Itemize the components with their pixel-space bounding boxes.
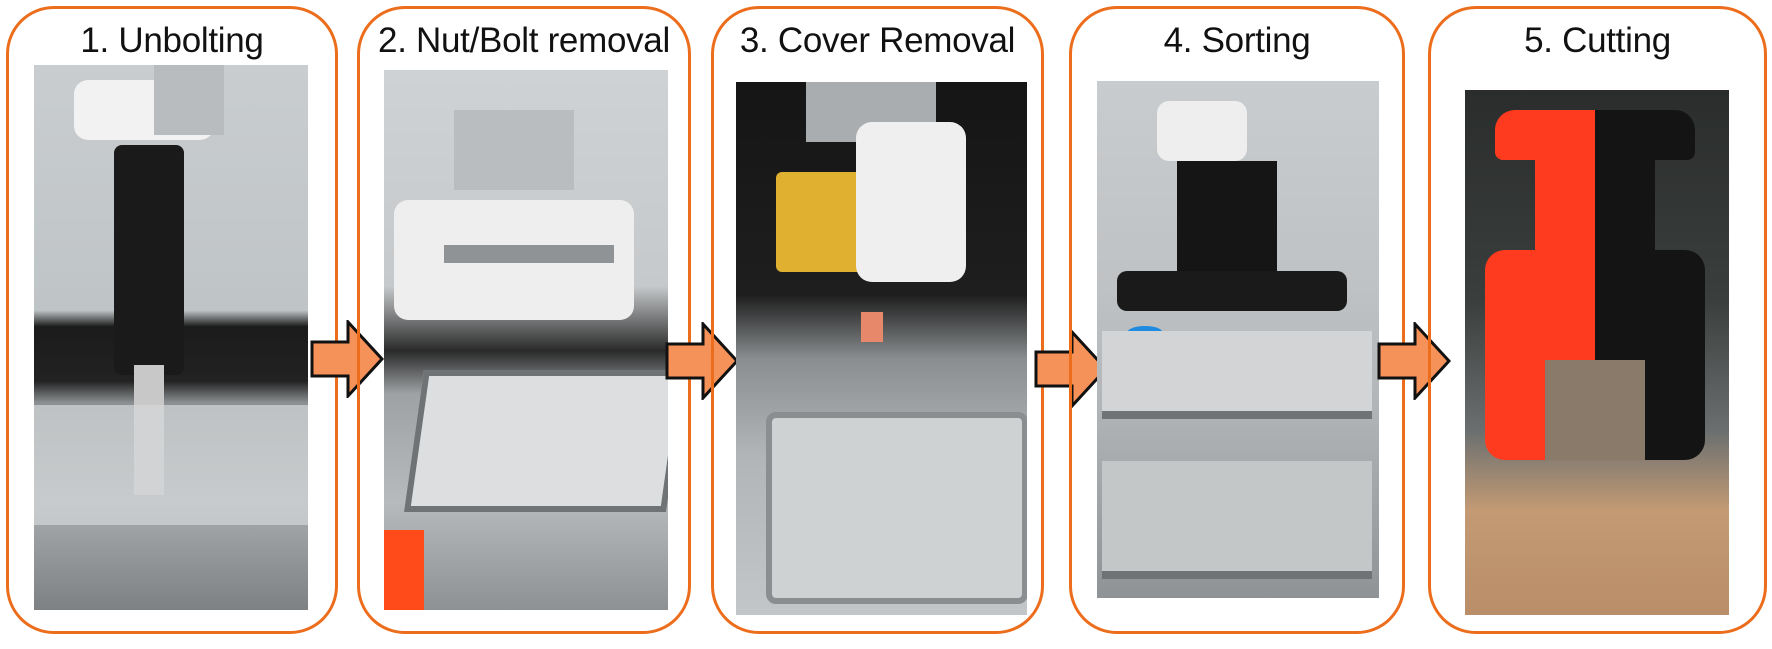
arrow-right-icon (310, 320, 384, 398)
arrow-right-icon (1377, 322, 1451, 400)
step-5-photo-cutting (1465, 90, 1729, 615)
step-4-panel: 4. Sorting (1069, 6, 1405, 634)
step-2-panel: 2. Nut/Bolt removal (357, 6, 691, 634)
step-1-panel: 1. Unbolting (6, 6, 338, 634)
step-2-photo-nut-bolt-removal (384, 70, 668, 610)
step-3-photo-cover-removal (736, 82, 1027, 615)
step-4-photo-sorting (1097, 81, 1379, 598)
step-5-panel: 5. Cutting (1428, 6, 1767, 634)
step-1-photo-unbolting (34, 65, 308, 610)
step-5-title: 5. Cutting (1524, 21, 1671, 60)
step-2-title: 2. Nut/Bolt removal (378, 21, 670, 60)
arrow-right-icon (665, 322, 739, 400)
step-4-title: 4. Sorting (1163, 21, 1311, 60)
step-3-panel: 3. Cover Removal (711, 6, 1044, 634)
step-1-title: 1. Unbolting (80, 21, 264, 60)
step-3-title: 3. Cover Removal (739, 21, 1016, 60)
